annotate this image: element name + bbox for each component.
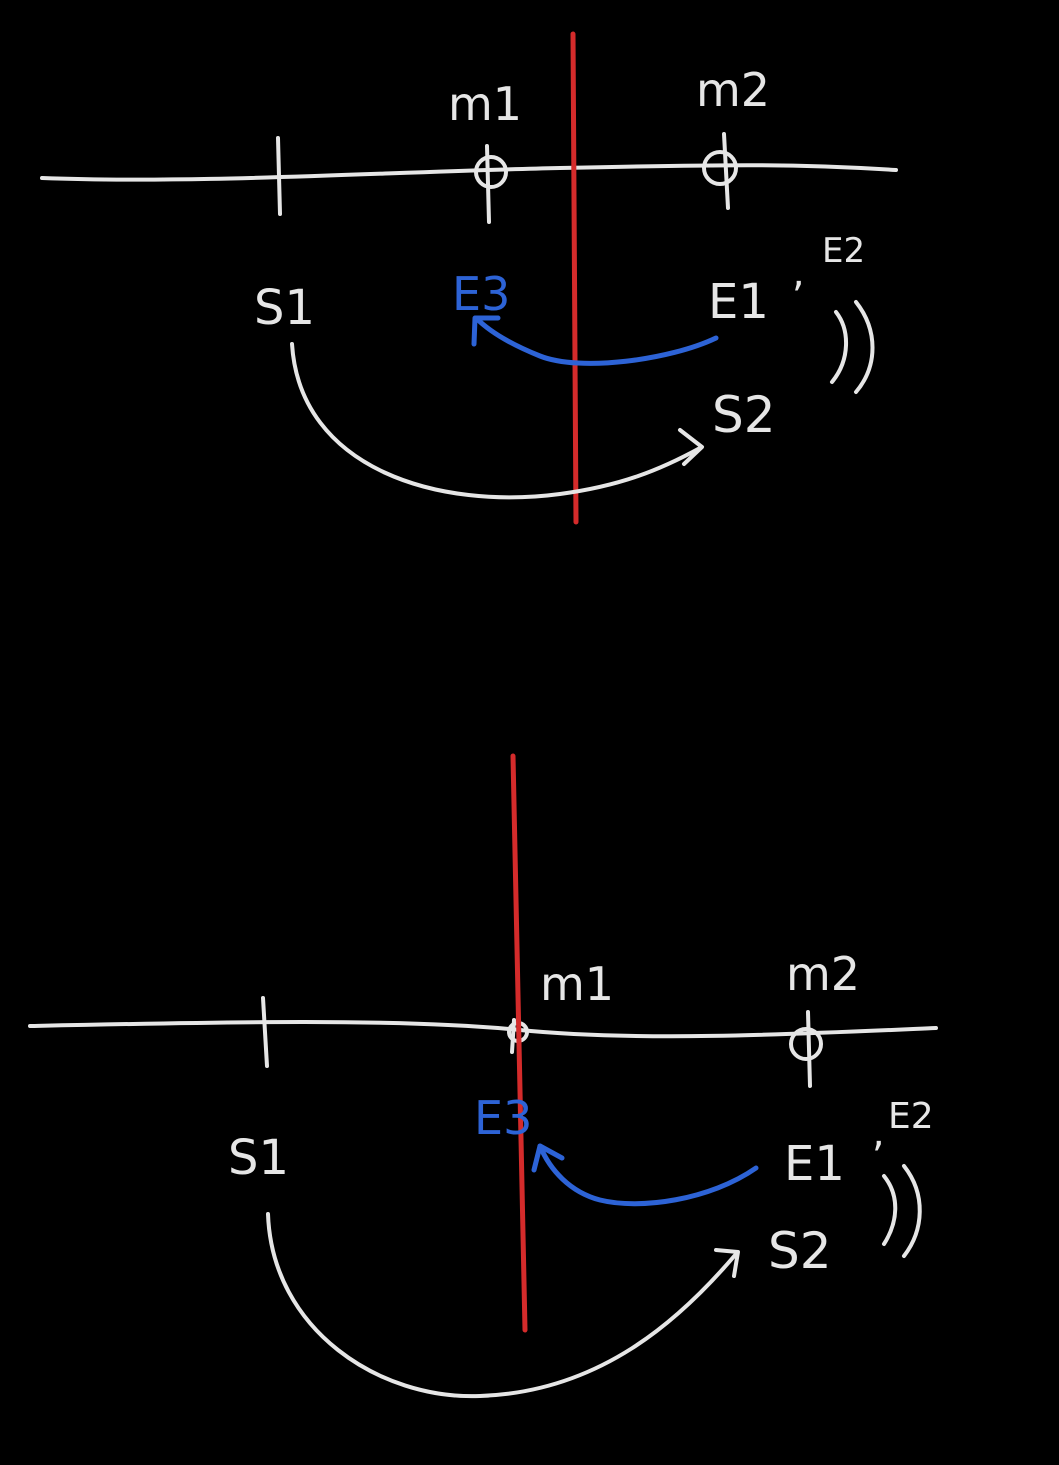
label-m1: m1 [448, 77, 522, 131]
arrow-s1-to-s2-head [678, 428, 704, 466]
label-e2: E2 [822, 231, 865, 271]
label-e3: E3 [452, 267, 510, 321]
wave-arc-inner [882, 1174, 898, 1246]
arrow-s1-to-s2 [266, 1212, 738, 1399]
label-s1: S1 [254, 280, 315, 336]
arrow-e1-to-e3 [473, 315, 719, 366]
label-comma: , [872, 1110, 885, 1156]
m2-marker-circle [702, 150, 738, 186]
arrow-e1-to-e3-head [531, 1143, 565, 1173]
boundary-line [570, 31, 579, 525]
diagram-bottom: m1 m2 S1 E1 , E2 E3 S2 [28, 753, 938, 1399]
timeline-axis [40, 163, 898, 182]
label-e1: E1 [708, 274, 769, 330]
m1-marker-circle [474, 155, 508, 189]
diagram-top: m1 m2 S1 E1 , E2 E3 S2 [40, 31, 898, 525]
label-m2: m2 [786, 947, 860, 1001]
label-s2: S2 [712, 386, 776, 444]
arrow-e1-to-e3-head [471, 315, 501, 347]
wave-arc-inner [830, 310, 848, 384]
label-m2: m2 [696, 63, 770, 117]
label-m1: m1 [540, 957, 614, 1011]
m2-marker-stem [722, 132, 730, 210]
label-e2: E2 [888, 1096, 934, 1137]
s1-tick [261, 996, 269, 1068]
m1-marker-stem [485, 144, 491, 224]
wave-arc-outer [902, 1164, 922, 1258]
m2-marker-stem [806, 1010, 812, 1088]
label-e3: E3 [474, 1091, 532, 1145]
wave-arc-outer [854, 300, 875, 394]
label-s1: S1 [228, 1130, 289, 1186]
label-e1: E1 [784, 1136, 845, 1192]
m2-marker-circle [789, 1027, 823, 1061]
boundary-line [510, 753, 528, 1333]
arrow-e1-to-e3 [537, 1143, 759, 1207]
arrow-s1-to-s2-head [714, 1248, 740, 1278]
label-comma: , [792, 250, 805, 296]
label-s2: S2 [768, 1222, 832, 1280]
m1-marker-stem [510, 1018, 516, 1054]
arrow-s1-to-s2 [290, 342, 702, 500]
s1-tick [276, 136, 282, 216]
